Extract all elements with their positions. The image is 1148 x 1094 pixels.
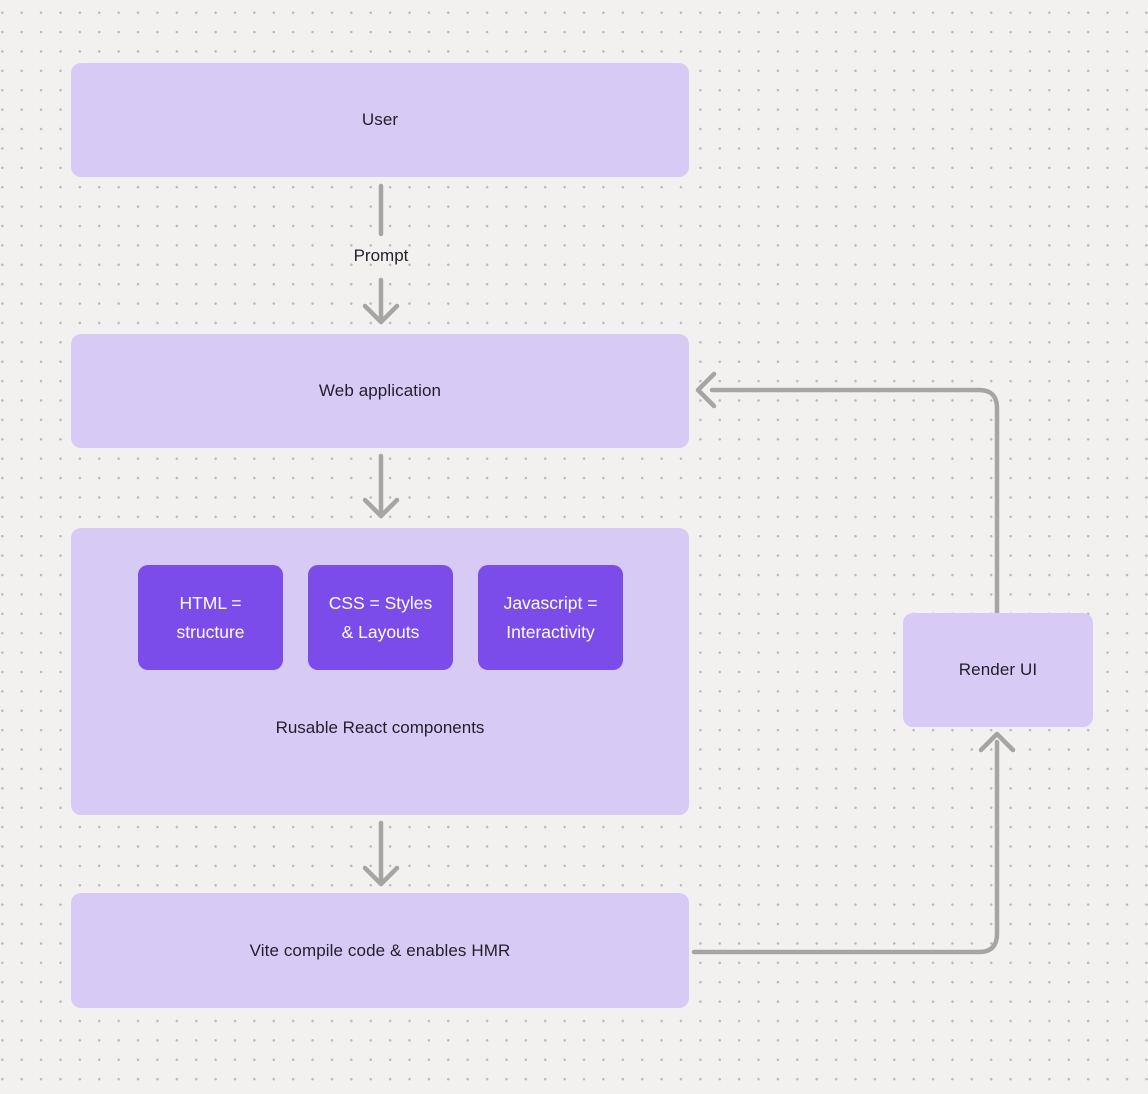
node-vite[interactable]: Vite compile code & enables HMR	[71, 893, 689, 1008]
node-render-ui-label: Render UI	[958, 660, 1038, 679]
arrowhead-left-webapp-icon	[695, 371, 717, 409]
node-javascript-interactivity[interactable]: Javascript = Interactivity	[478, 565, 623, 670]
node-components-group[interactable]: HTML = structure CSS = Styles & Layouts …	[71, 528, 689, 815]
arrowhead-down-webapp-icon	[362, 303, 400, 325]
node-javascript-interactivity-label: Javascript = Interactivity	[503, 592, 598, 642]
edge-vite-to-renderui	[691, 739, 1000, 955]
node-render-ui[interactable]: Render UI	[903, 613, 1093, 727]
edge-label-prompt: Prompt	[353, 246, 409, 265]
node-css-styles[interactable]: CSS = Styles & Layouts	[308, 565, 453, 670]
arrowhead-up-renderui-icon	[978, 731, 1016, 753]
node-html-structure[interactable]: HTML = structure	[138, 565, 283, 670]
arrowhead-down-vite-icon	[362, 865, 400, 887]
node-user-label: User	[361, 110, 399, 129]
node-vite-label: Vite compile code & enables HMR	[249, 940, 511, 960]
arrowhead-down-components-icon	[362, 497, 400, 519]
components-group-caption: Rusable React components	[275, 718, 485, 737]
node-html-structure-label: HTML = structure	[176, 592, 245, 642]
edge-renderui-to-webapp	[709, 387, 1000, 616]
node-web-application[interactable]: Web application	[71, 334, 689, 448]
node-web-application-label: Web application	[318, 381, 442, 400]
node-user[interactable]: User	[71, 63, 689, 177]
node-css-styles-label: CSS = Styles & Layouts	[328, 592, 433, 642]
